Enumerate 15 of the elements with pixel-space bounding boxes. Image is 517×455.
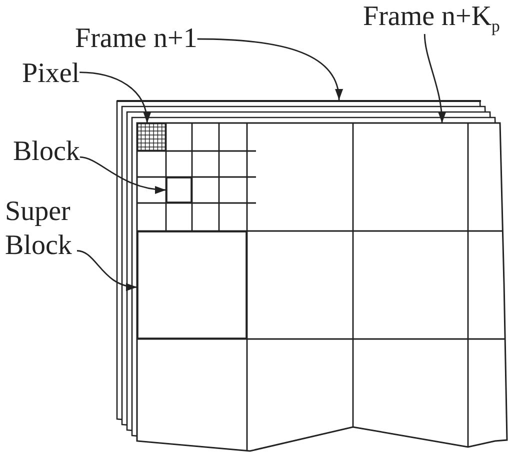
pixel-grid [137,123,166,151]
leader-arrow [80,156,166,194]
super-block-square [137,231,247,339]
pixel-label: Pixel [22,57,80,91]
block-label: Block [13,135,80,169]
leader-arrow [197,38,342,100]
leader-arrow [424,34,446,124]
frame-label: Frame n+K$_{p}$ [363,0,500,34]
frame-top-edge [117,100,481,102]
frame-label: Frame n+1 [75,22,198,56]
frame-outline [137,123,509,453]
leader-arrow [80,72,150,124]
block-square [166,177,192,203]
leader-arrow [76,250,138,290]
super-block-label: Super Block [5,195,77,263]
